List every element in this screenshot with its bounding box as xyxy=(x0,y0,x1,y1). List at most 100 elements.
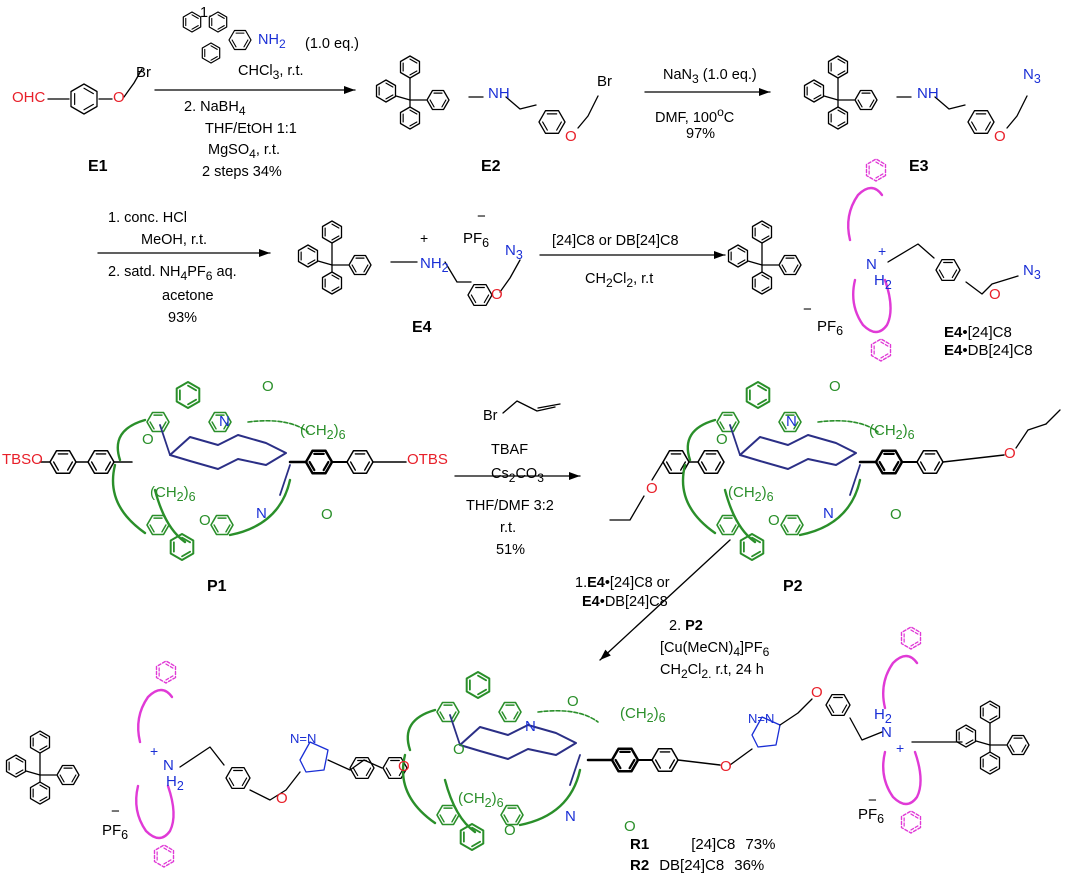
e4-nh2-label: NH2 xyxy=(420,255,449,275)
p1-cage-bottom-ring-r-db xyxy=(213,524,219,533)
e4-azide-label: N3 xyxy=(505,242,523,262)
p2-aryl-left2-db xyxy=(715,461,722,471)
p1-cage-bottom-ring-l-db xyxy=(149,524,155,533)
r-left-aryl-db xyxy=(365,767,372,777)
r-left-ether-oxygen: O xyxy=(398,758,410,775)
step1-amine-ph1-db xyxy=(191,14,199,19)
p1-oxygen-right: O xyxy=(321,506,333,523)
e3-trityl-ph-top-db xyxy=(837,58,846,64)
r-oxygen-bottom: O xyxy=(504,822,516,839)
r-right-ring-db xyxy=(841,704,848,714)
step6-reagent-dbc8: E4•DB[24]C8 xyxy=(582,594,668,610)
p1-tbs-right: OTBS xyxy=(407,451,448,468)
step1-amine-aryl xyxy=(228,29,252,51)
e2-bromine-label: Br xyxy=(597,73,612,90)
p1-oxygen-top: O xyxy=(262,378,274,395)
r-cage-top-ring-db xyxy=(477,688,488,696)
p1-cage-core xyxy=(169,434,287,470)
e4-benzyl xyxy=(444,261,472,283)
e2-trityl-ph-bottom-db xyxy=(409,121,418,127)
p2-aryl-left1-db xyxy=(665,461,672,471)
step3-pf6-exchange: 2. satd. NH4PF6 aq. xyxy=(108,264,237,283)
r-left-crown-bottom-benzo-db xyxy=(163,847,172,853)
p2-aryl-right2-db xyxy=(919,461,926,471)
step5-tbaf: TBAF xyxy=(491,442,529,458)
p2-cage-top-ring-db xyxy=(757,398,768,406)
e4c-crown-bottom-benzo xyxy=(870,338,892,362)
p2-cage-bottom-ring-db xyxy=(751,536,762,544)
e2-trityl-ph-left xyxy=(375,79,397,103)
r-right-oxygen: O xyxy=(811,684,823,701)
e4c-crown-top-benzo-db xyxy=(875,161,884,167)
r-right-trityl-ph-bottom xyxy=(979,751,1001,775)
p1-cage-top-ring-db xyxy=(187,398,198,406)
r-left-h2: H2 xyxy=(166,773,184,793)
step1-amine-ph3-db xyxy=(210,45,218,50)
p2-oxygen-propargyl-left: O xyxy=(646,480,658,497)
r-cage-bottom-ring-db xyxy=(471,840,482,848)
p2-aryl-right1-db xyxy=(878,460,886,472)
p2-cage-top-ring-r-db xyxy=(781,421,787,430)
r-left-triazole-ring xyxy=(299,741,329,773)
step3-yield: 93% xyxy=(168,310,198,326)
p1-cage-bottom-ring-l-db xyxy=(161,524,167,533)
p2-cage-bottom-ring-r-db xyxy=(783,524,789,533)
p1-cage-bottom-ring-db xyxy=(181,550,192,558)
e4c-trityl-ph-bottom xyxy=(751,271,773,295)
r-right-crown-bottom-benzo-db xyxy=(910,825,919,831)
r-right-trityl-bond xyxy=(975,740,991,746)
e4-trityl-ph-bottom xyxy=(321,271,343,295)
r-right-ring xyxy=(825,693,851,717)
r-right-linker2 xyxy=(779,698,813,726)
e2-trityl-bond xyxy=(395,95,411,101)
step4-arrow-head xyxy=(714,251,725,259)
e2-oxygen-label: O xyxy=(565,128,577,145)
step2-azide: NaN3 (1.0 eq.) xyxy=(663,67,757,86)
step3-acetone: acetone xyxy=(162,288,214,304)
e2-bromoethyl xyxy=(577,95,599,129)
p2-aryl-right1 xyxy=(874,449,904,475)
r-left-aryl-db xyxy=(352,767,359,777)
p1-cage-bottom-ring xyxy=(169,533,195,561)
p1-cage-bottom-ring-r xyxy=(210,514,234,536)
p2-bond xyxy=(651,461,664,481)
e4-oxygen-label: O xyxy=(491,286,503,303)
p2-cage-bottom-ring-db xyxy=(751,550,762,558)
r-left-ring xyxy=(225,766,251,790)
r-right-triazole-ring xyxy=(751,716,781,748)
p1-cage-strap-l xyxy=(116,418,147,462)
r-left-trityl-ph-aryl-db xyxy=(71,774,77,783)
step1-thf-etoh: THF/EtOH 1:1 xyxy=(205,121,297,137)
r-spacer-top: (CH2)6 xyxy=(620,705,666,725)
e4-trityl-ph-aryl-db xyxy=(363,264,369,273)
product-r2-ring: DB[24]C8 xyxy=(659,857,725,874)
e4c-crown-top-ring xyxy=(847,186,884,242)
r-aryl-right1 xyxy=(610,747,640,773)
e1-bromine-label: Br xyxy=(136,64,151,81)
r-left-trityl-ph-aryl xyxy=(56,764,80,786)
r-aryl-right2-db xyxy=(669,759,676,769)
step2-yield: 97% xyxy=(686,126,716,142)
e4c-plus-charge: + xyxy=(878,243,887,259)
e2-trityl-ph-aryl-db xyxy=(429,99,435,108)
r-aryl-right2-db xyxy=(654,759,661,769)
e4c-trityl-ph-left xyxy=(727,244,749,268)
r-right-n: N xyxy=(881,724,892,741)
e2-benzyl xyxy=(505,96,537,110)
r-left-aryl2 xyxy=(382,756,408,780)
p1-cage-chain-top xyxy=(247,419,309,433)
p1-cage-top-ring-r xyxy=(208,411,232,433)
p1-compound-label: P1 xyxy=(207,578,227,595)
r-left-n: N xyxy=(163,757,174,774)
r-left-aryl xyxy=(349,756,375,780)
e4-trityl-ph-left-db xyxy=(307,259,316,265)
e2-trityl-ph-top-db xyxy=(409,58,418,64)
p2-cage-bottom-ring-r-db xyxy=(795,524,801,533)
e4-trityl-ph-bottom-db xyxy=(331,286,340,292)
product-r1-yield: 73% xyxy=(745,836,776,853)
r-spacer-bottom: (CH2)6 xyxy=(458,790,504,810)
r-cage-bottom-ring-l-db xyxy=(451,814,457,823)
step3-hcl: 1. conc. HCl xyxy=(108,210,187,226)
